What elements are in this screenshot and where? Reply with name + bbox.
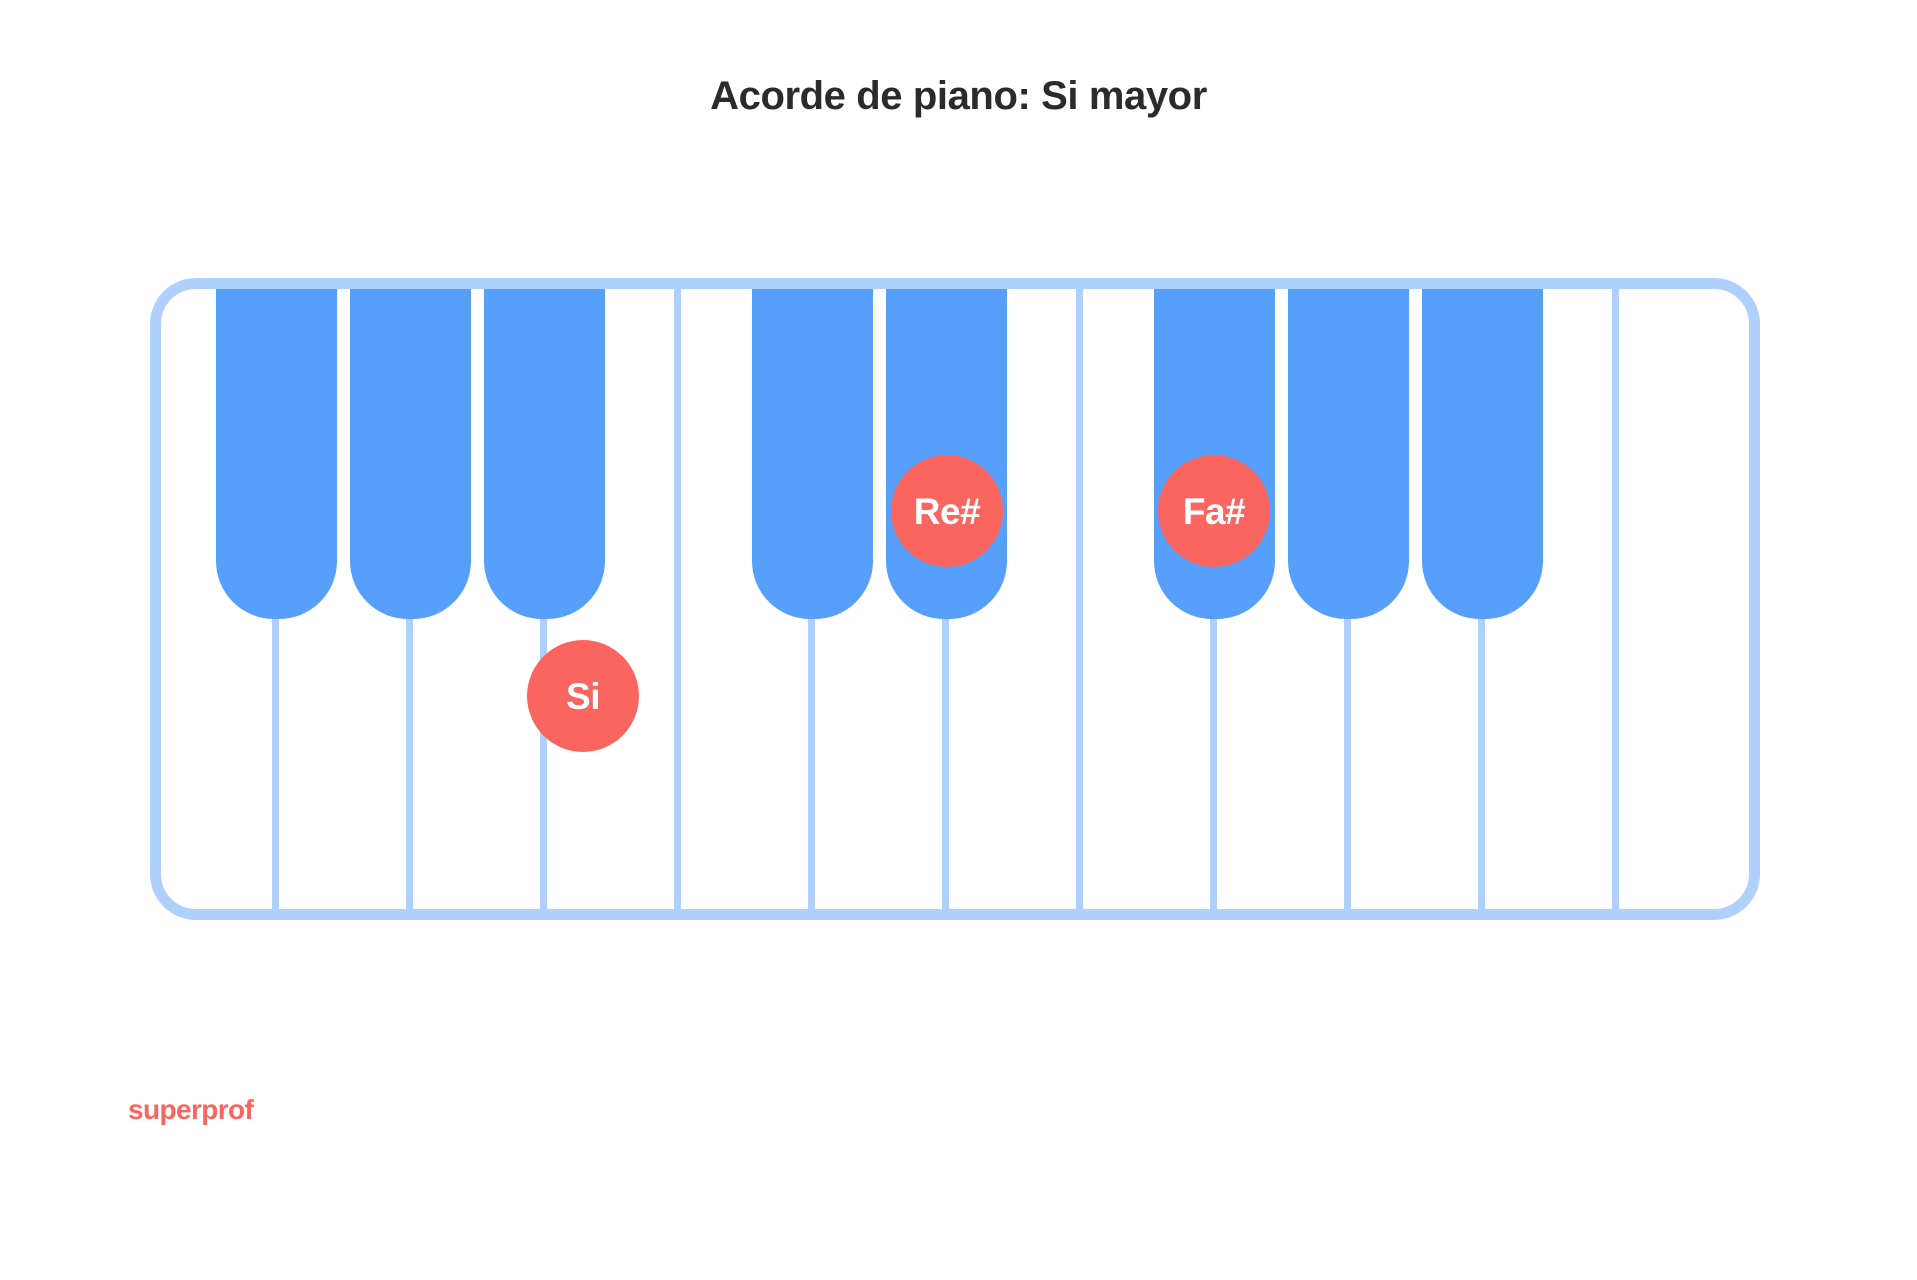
black-key[interactable]	[886, 289, 1007, 619]
black-key[interactable]	[1288, 289, 1409, 619]
black-key[interactable]	[752, 289, 873, 619]
marker-red[interactable]: Re#	[891, 455, 1003, 567]
white-key-divider	[674, 289, 681, 909]
black-key[interactable]	[1422, 289, 1543, 619]
white-key-divider	[1612, 289, 1619, 909]
black-key[interactable]	[216, 289, 337, 619]
black-key[interactable]	[484, 289, 605, 619]
note-label: Si	[566, 675, 600, 717]
marker-si[interactable]: Si	[527, 640, 639, 752]
note-label: Re#	[913, 490, 981, 532]
black-key[interactable]	[1154, 289, 1275, 619]
black-key[interactable]	[350, 289, 471, 619]
piano-keyboard: Si Re# Fa#	[150, 278, 1760, 920]
key-stage: Si Re# Fa#	[161, 289, 1749, 909]
page-title: Acorde de piano: Si mayor	[710, 74, 1207, 118]
note-label: Fa#	[1182, 490, 1246, 532]
white-key-divider	[1076, 289, 1083, 909]
superprof-logo: superprof	[128, 1094, 254, 1125]
marker-fad[interactable]: Fa#	[1158, 455, 1270, 567]
